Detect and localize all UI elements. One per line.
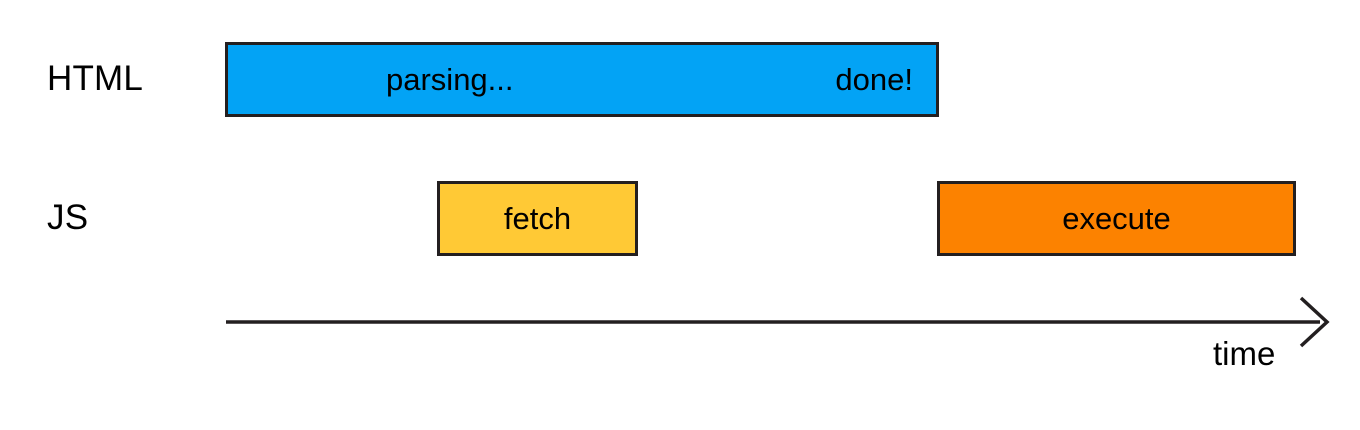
js-execute-block: execute [937, 181, 1296, 256]
row-label-js: JS [47, 198, 89, 237]
js-fetch-label: fetch [503, 201, 572, 236]
js-execute-label: execute [1062, 201, 1171, 236]
js-fetch-block: fetch [437, 181, 638, 256]
html-parsing-bar: parsing... done! [225, 42, 939, 117]
html-bar-done-label: done! [835, 62, 913, 97]
html-bar-parsing-label: parsing... [386, 62, 514, 97]
time-axis [220, 292, 1340, 354]
row-label-html: HTML [47, 59, 144, 98]
time-axis-label: time [1213, 335, 1276, 372]
time-axis-arrow-icon [226, 296, 1330, 348]
